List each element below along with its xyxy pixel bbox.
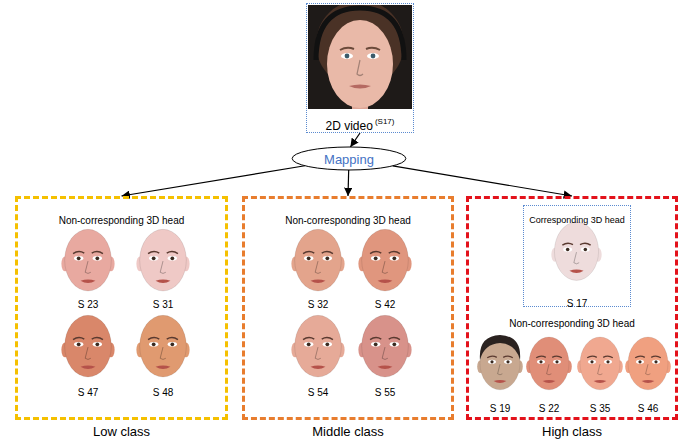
text-row: High class xyxy=(469,421,675,440)
photo-brows xyxy=(340,48,380,50)
text-row: Mapping xyxy=(291,149,407,168)
photo-mouth xyxy=(349,85,371,89)
head-model xyxy=(136,229,189,291)
node-label: Non-corresponding 3D head xyxy=(509,318,635,329)
head-model xyxy=(61,229,114,291)
head-model xyxy=(625,337,671,390)
subject-id: S 42 xyxy=(355,299,415,311)
text-row: Corresponding 3D head xyxy=(524,208,630,227)
head-model xyxy=(358,315,411,377)
subject-id: S 32 xyxy=(288,299,348,311)
mapping-ellipse: Mapping xyxy=(291,146,407,171)
text-row: Non-corresponding 3D head xyxy=(18,209,225,228)
photo-iris xyxy=(345,54,350,59)
flow-arrow xyxy=(347,170,349,196)
flow-arrow xyxy=(122,166,305,196)
node-label: High class xyxy=(542,424,602,439)
subject-id: S 23 xyxy=(58,299,118,311)
subject-id: S 31 xyxy=(133,299,193,311)
head-model xyxy=(358,229,411,291)
text-row: Low class xyxy=(18,421,225,440)
node-label: Non-corresponding 3D head xyxy=(285,215,411,226)
text-row: Non-corresponding 3D head xyxy=(245,209,451,228)
head-model xyxy=(577,337,623,390)
flow-arrow xyxy=(350,133,360,147)
node-label: Corresponding 3D head xyxy=(529,215,625,225)
subject-id: S 22 xyxy=(519,403,579,415)
photo-eye xyxy=(341,53,353,59)
head-model xyxy=(551,222,601,280)
class-group-box: Non-corresponding 3D headLow class xyxy=(15,196,228,420)
node-label: Middle class xyxy=(312,424,384,439)
video-frame-photo xyxy=(308,5,412,109)
photo-nose xyxy=(357,60,363,76)
subject-tag: (S17) xyxy=(375,117,395,126)
video-frame: 2D video(S17) xyxy=(306,3,414,133)
head-model xyxy=(526,337,572,390)
head-model xyxy=(291,229,344,291)
subject-id: S 35 xyxy=(570,403,630,415)
node-label: 2D video xyxy=(326,119,373,133)
node-label: S 17 xyxy=(567,298,588,309)
corresponding-head-box: Corresponding 3D head S 17 xyxy=(523,205,631,307)
subject-id: S 47 xyxy=(58,387,118,399)
flow-arrow xyxy=(393,166,572,196)
photo-iris xyxy=(371,54,376,59)
text-row: Non-corresponding 3D head xyxy=(469,312,675,331)
text-row: S 17 xyxy=(524,292,630,311)
head-model xyxy=(61,315,114,377)
head-model xyxy=(291,315,344,377)
subject-id: S 46 xyxy=(618,403,678,415)
node-label: Mapping xyxy=(324,152,374,167)
subject-id: S 55 xyxy=(355,387,415,399)
class-group-box: Non-corresponding 3D headHigh classCorre… xyxy=(466,196,678,420)
subject-id: S 19 xyxy=(470,403,530,415)
subject-id: S 54 xyxy=(288,387,348,399)
text-row: 2D video(S17) xyxy=(307,115,413,134)
photo-face xyxy=(327,20,393,108)
text-row: Middle class xyxy=(245,421,451,440)
head-model xyxy=(136,315,189,377)
class-group-box: Non-corresponding 3D headMiddle class xyxy=(242,196,454,420)
head-hair xyxy=(480,335,520,360)
subject-id: S 48 xyxy=(133,387,193,399)
node-label: Low class xyxy=(93,424,150,439)
ellipse-shape xyxy=(292,147,406,170)
node-label: Non-corresponding 3D head xyxy=(59,215,185,226)
photo-eye xyxy=(367,53,379,59)
